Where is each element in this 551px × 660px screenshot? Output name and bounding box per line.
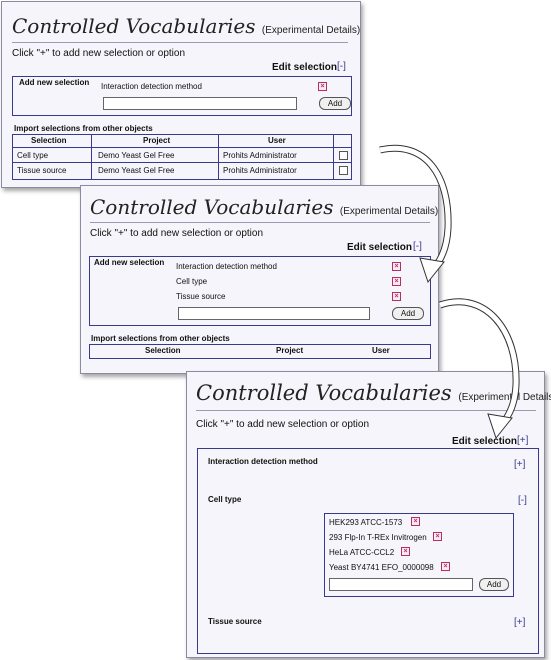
remove-x-icon[interactable]: × [392, 262, 401, 271]
panel-step-2: Controlled Vocabularies (Experimental De… [80, 185, 439, 374]
option-label: Yeast BY4741 EFO_0000098 [329, 563, 434, 572]
selection-item-label: Interaction detection method [101, 82, 202, 91]
selection-item-label: Tissue source [176, 292, 226, 301]
column-header-selection: Selection [31, 136, 67, 145]
section-toggle-cell-type[interactable]: [-] [518, 495, 527, 506]
new-selection-input[interactable] [103, 97, 297, 110]
selection-item-label: Interaction detection method [176, 262, 277, 271]
table-cell-project: Demo Yeast Gel Free [98, 166, 175, 175]
page-title: Controlled Vocabularies (Experimental De… [12, 14, 360, 38]
title-text: Controlled Vocabularies [90, 195, 334, 219]
edit-selection-label: Edit selection [347, 242, 413, 253]
section-toggle-tissue-source[interactable]: [+] [514, 617, 526, 628]
checkbox-icon[interactable] [339, 151, 348, 160]
column-header-project: Project [143, 136, 171, 145]
instruction-text: Click "+" to add new selection or option [196, 419, 370, 430]
option-label: 293 Flp-In T-REx Invitrogen [329, 533, 427, 542]
option-label: HeLa ATCC-CCL2 [329, 548, 395, 557]
add-button[interactable]: Add [392, 307, 424, 320]
table-divider [333, 135, 334, 179]
option-label: HEK293 ATCC-1573 [329, 518, 403, 527]
instruction-text: Click "+" to add new selection or option [12, 48, 186, 59]
title-subtitle: (Experimental Details) [339, 206, 439, 217]
remove-x-icon[interactable]: × [401, 547, 410, 556]
column-header-user: User [268, 136, 286, 145]
remove-x-icon[interactable]: × [433, 532, 442, 541]
checkbox-icon[interactable] [339, 166, 348, 175]
table-divider [13, 147, 351, 148]
edit-selection-box: Interaction detection method [+] Cell ty… [197, 448, 539, 654]
section-label-tissue-source: Tissue source [208, 617, 262, 626]
title-subtitle: (Experimental Details) [458, 392, 551, 403]
import-table: Selection Project User Cell type Demo Ye… [12, 134, 352, 180]
page-title: Controlled Vocabularies (Experimental De… [196, 381, 551, 405]
section-label-interaction: Interaction detection method [208, 457, 318, 466]
table-divider [13, 162, 351, 163]
title-divider [12, 42, 348, 43]
table-divider [91, 135, 92, 179]
add-new-selection-box: Add new selection Interaction detection … [12, 76, 352, 116]
column-header-project: Project [276, 346, 304, 355]
import-label: Import selections from other objects [14, 124, 153, 133]
table-cell-project: Demo Yeast Gel Free [98, 151, 175, 160]
title-divider [196, 410, 536, 411]
new-option-input[interactable] [329, 578, 473, 591]
remove-x-icon[interactable]: × [441, 562, 450, 571]
edit-selection-toggle[interactable]: [-] [413, 241, 422, 252]
title-text: Controlled Vocabularies [196, 381, 452, 405]
table-cell-user: Prohits Administrator [223, 151, 297, 160]
import-label: Import selections from other objects [91, 334, 230, 343]
cell-type-options-box: HEK293 ATCC-1573 × 293 Flp-In T-REx Invi… [324, 513, 514, 597]
column-header-user: User [372, 346, 390, 355]
remove-x-icon[interactable]: × [318, 82, 327, 91]
title-text: Controlled Vocabularies [12, 14, 256, 38]
remove-x-icon[interactable]: × [392, 277, 401, 286]
table-cell-selection: Cell type [17, 151, 49, 160]
panel-step-1: Controlled Vocabularies (Experimental De… [1, 1, 361, 188]
table-cell-selection: Tissue source [17, 166, 67, 175]
add-button[interactable]: Add [319, 97, 351, 110]
section-toggle-interaction[interactable]: [+] [514, 459, 526, 470]
add-new-selection-label: Add new selection [19, 78, 90, 87]
remove-x-icon[interactable]: × [392, 292, 401, 301]
add-button[interactable]: Add [479, 578, 509, 591]
table-cell-user: Prohits Administrator [223, 166, 297, 175]
edit-selection-toggle[interactable]: [+] [517, 435, 529, 446]
page-title: Controlled Vocabularies (Experimental De… [90, 195, 438, 219]
add-new-selection-label: Add new selection [94, 258, 165, 267]
edit-selection-toggle[interactable]: [-] [337, 61, 346, 72]
edit-selection-label: Edit selection [452, 436, 518, 447]
new-selection-input[interactable] [178, 307, 370, 320]
section-label-cell-type: Cell type [208, 495, 242, 504]
edit-selection-label: Edit selection [272, 62, 338, 73]
title-divider [90, 222, 430, 223]
instruction-text: Click "+" to add new selection or option [90, 228, 264, 239]
import-table: Selection Project User [89, 344, 431, 359]
add-new-selection-box: Add new selection Interaction detection … [89, 256, 431, 326]
column-header-selection: Selection [145, 346, 181, 355]
title-subtitle: (Experimental Details) [261, 25, 361, 36]
panel-step-3: Controlled Vocabularies (Experimental De… [186, 371, 551, 658]
selection-item-label: Cell type [176, 277, 208, 286]
remove-x-icon[interactable]: × [411, 517, 420, 526]
table-divider [218, 135, 219, 179]
